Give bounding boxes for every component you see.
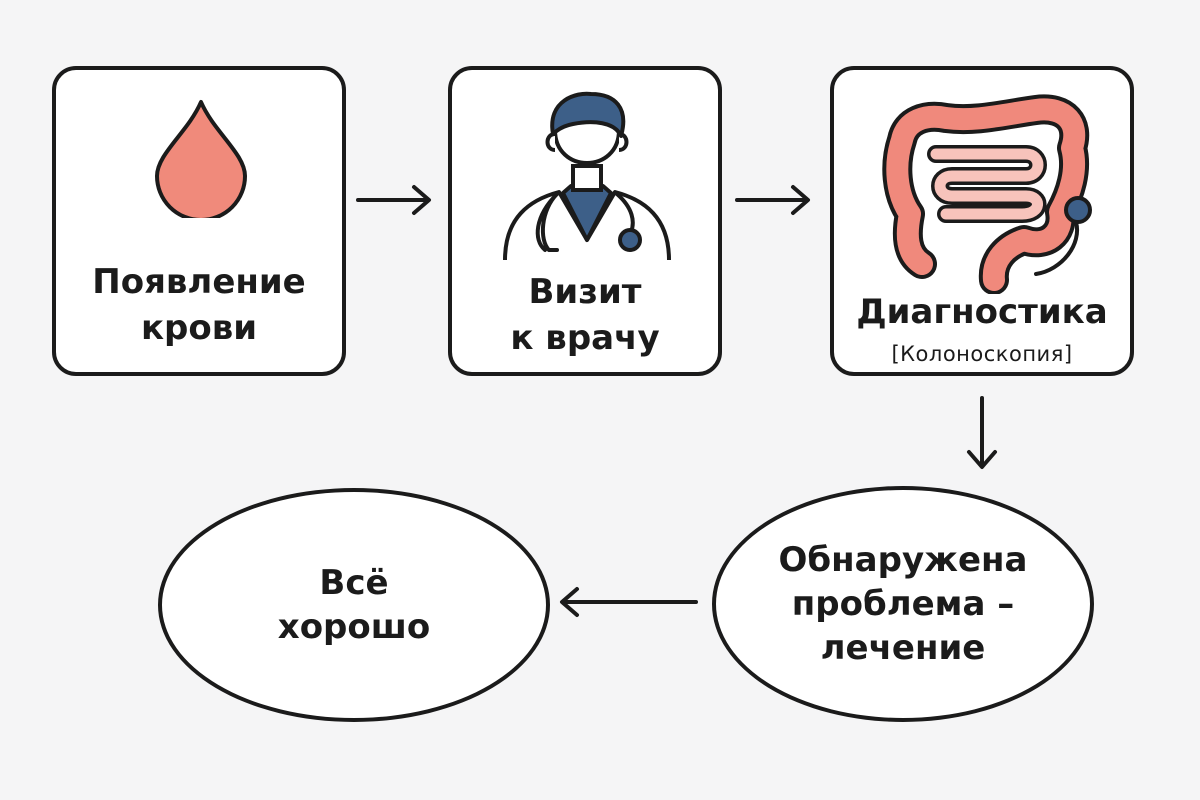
arrow-step2-to-step3: [735, 185, 810, 215]
doctor-icon: [503, 91, 671, 261]
step-blood-label-line2: крови: [140, 308, 258, 348]
blood-drop-icon: [155, 100, 247, 218]
outcome-problem-oval: Обнаружена проблема – лечение: [712, 486, 1094, 722]
step-doctor-label-line1: Визит: [528, 272, 642, 312]
arrow-problem-to-good: [560, 587, 698, 617]
outcome-problem-line2: проблема –: [791, 584, 1015, 624]
arrow-step1-to-step2: [356, 185, 431, 215]
outcome-problem-line1: Обнаружена: [778, 540, 1028, 580]
step-blood-label-line1: Появление: [92, 262, 306, 302]
step-diagnostics-label: Диагностика: [856, 292, 1108, 332]
colon-icon: [882, 94, 1092, 294]
outcome-problem-line3: лечение: [820, 628, 986, 668]
step-doctor-card: Визит к врачу: [448, 66, 722, 376]
step-blood-card: Появление крови: [52, 66, 346, 376]
outcome-good-line2: хорошо: [277, 607, 431, 647]
step-doctor-label-line2: к врачу: [510, 318, 660, 358]
arrow-step3-to-problem: [967, 396, 997, 469]
outcome-good-oval: Всё хорошо: [158, 488, 550, 722]
step-diagnostics-sublabel: [Колоноскопия]: [891, 342, 1073, 366]
outcome-good-line1: Всё: [319, 563, 389, 603]
step-diagnostics-card: Диагностика [Колоноскопия]: [830, 66, 1134, 376]
